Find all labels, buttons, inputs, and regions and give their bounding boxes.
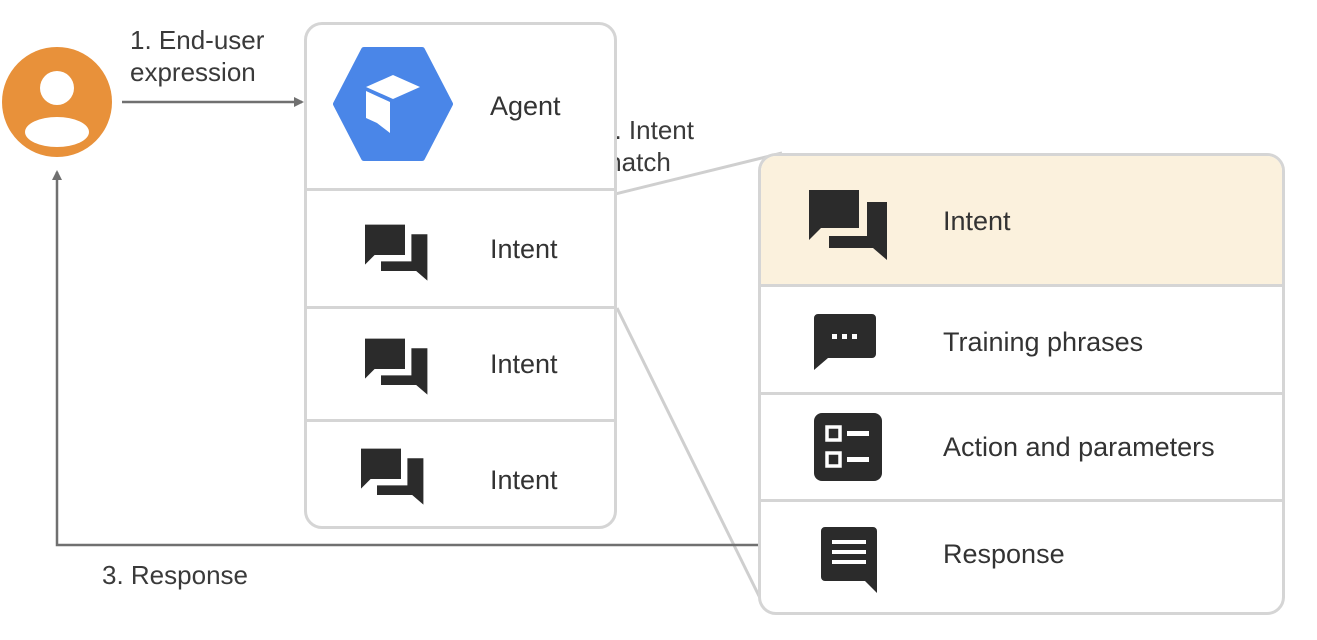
intent-detail-panel: Intent Training phrases Action and param… — [758, 153, 1285, 615]
intent-icon — [809, 190, 887, 260]
arrow-response — [52, 170, 760, 547]
user-avatar-icon — [2, 47, 112, 157]
intent-label-2: Intent — [490, 349, 558, 379]
intent-label-3: Intent — [490, 465, 558, 495]
checklist-icon — [814, 413, 882, 481]
step1-label: 1. End-user expression — [130, 25, 265, 87]
intent-row-2: Intent — [307, 306, 614, 419]
intent-icon — [361, 448, 424, 505]
training-phrases-row: Training phrases — [761, 284, 1282, 392]
chat-dots-icon — [814, 314, 876, 370]
zoom-line-bottom — [615, 307, 762, 599]
response-label: Response — [943, 539, 1065, 569]
training-phrases-label: Training phrases — [943, 327, 1144, 357]
agent-panel: Agent Intent Intent Intent — [304, 22, 617, 529]
intent-row-3: Intent — [307, 419, 614, 526]
message-lines-icon — [821, 527, 877, 593]
agent-row: Agent — [307, 25, 614, 188]
response-row: Response — [761, 499, 1282, 612]
step3-label: 3. Response — [102, 560, 248, 590]
detail-header-label: Intent — [943, 206, 1011, 236]
dialogflow-logo — [333, 47, 453, 161]
action-parameters-row: Action and parameters — [761, 392, 1282, 499]
agent-label: Agent — [490, 91, 561, 121]
intent-icon — [365, 338, 428, 395]
zoom-line-top — [602, 151, 783, 199]
user-avatar — [2, 47, 112, 157]
action-parameters-label: Action and parameters — [943, 432, 1215, 462]
intent-row-1: Intent — [307, 188, 614, 306]
detail-header-row: Intent — [761, 156, 1282, 284]
intent-icon — [365, 224, 428, 281]
intent-label-1: Intent — [490, 234, 558, 264]
